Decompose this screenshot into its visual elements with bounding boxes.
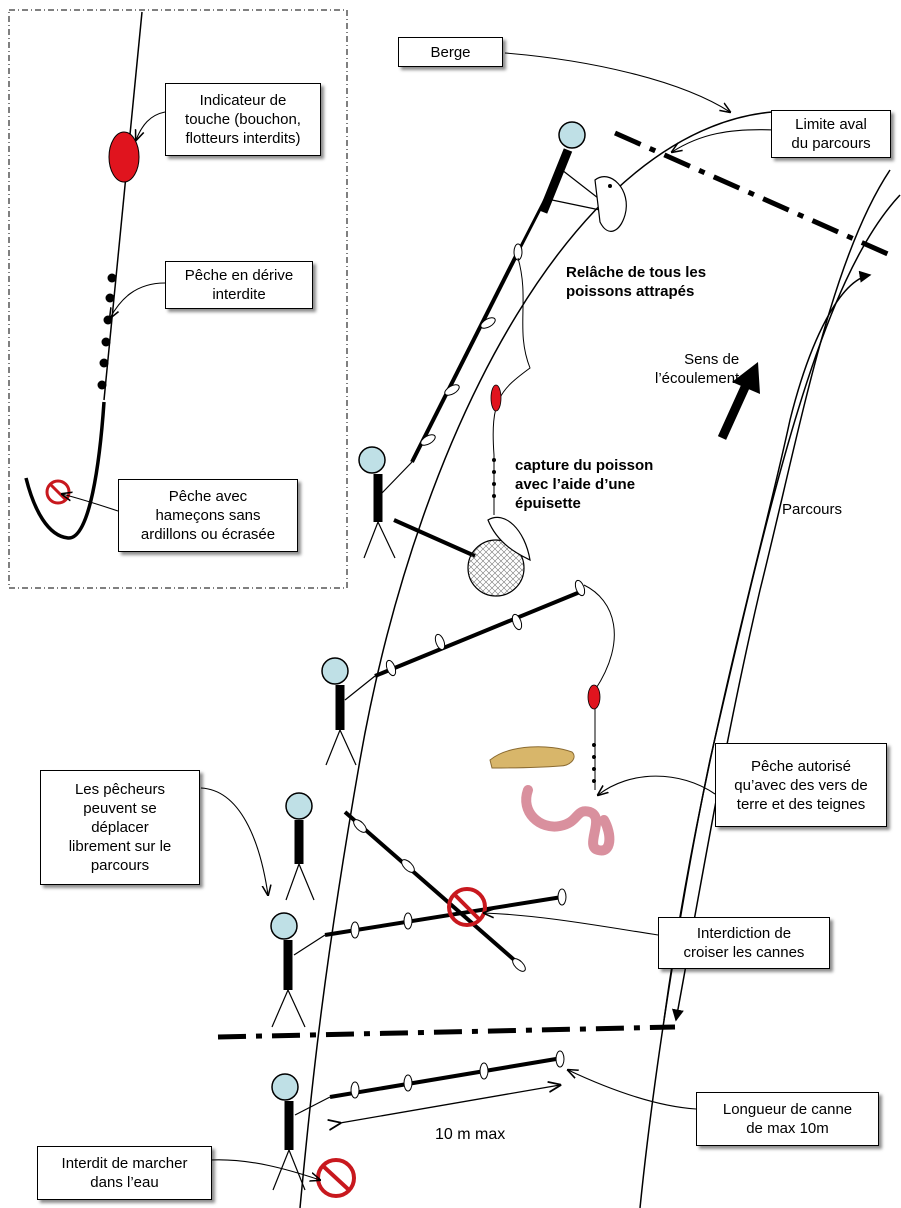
label-sens-ecoulement: Sens de l’écoulement xyxy=(655,351,740,387)
label-berge: Berge xyxy=(398,37,503,67)
inset-rig xyxy=(24,11,143,540)
label-longueur-canne: Longueur de canne de max 10m xyxy=(696,1092,879,1146)
crossing-prohibition-icon xyxy=(447,887,487,927)
river-banks xyxy=(299,111,901,1208)
label-vers-teignes: Pêche autorisé qu’avec des vers de terre… xyxy=(715,743,887,827)
downstream-limit-line xyxy=(613,130,892,258)
angler-lower xyxy=(270,887,567,1028)
bobber-icon xyxy=(108,131,140,183)
caught-fish-icon xyxy=(487,516,531,562)
label-ardillons: Pêche avec hameçons sans ardillons ou éc… xyxy=(118,479,298,552)
label-croiser-cannes: Interdiction de croiser les cannes xyxy=(658,917,830,969)
label-deplacer: Les pêcheurs peuvent se déplacer libreme… xyxy=(40,770,200,885)
label-capture: capture du poisson avec l’aide d’une épu… xyxy=(515,457,654,512)
angler-top xyxy=(410,121,627,463)
label-interdit-marcher: Interdit de marcher dans l’eau xyxy=(37,1146,212,1200)
label-indicateur-touche: Indicateur de touche (bouchon, flotteurs… xyxy=(165,83,321,156)
inset-frame xyxy=(8,9,348,589)
barb-prohibition-icon xyxy=(45,479,71,505)
walking-prohibition-icon xyxy=(316,1158,356,1198)
label-parcours: Parcours xyxy=(782,501,843,518)
angler-crossing xyxy=(285,792,526,972)
angler-netting xyxy=(358,257,531,597)
label-dix-metres: 10 m max xyxy=(435,1126,506,1143)
angler-middle xyxy=(321,579,615,790)
label-peche-derive: Pêche en dérive interdite xyxy=(165,261,313,309)
released-fish-icon xyxy=(594,176,627,232)
length-measure-arrow xyxy=(340,1085,560,1123)
earthworm-icon xyxy=(521,785,615,856)
angler-bottom xyxy=(271,1050,565,1198)
landing-net-icon xyxy=(467,539,525,597)
larva-icon xyxy=(489,746,575,769)
label-relache: Relâche de tous les poissons attrapés xyxy=(566,264,707,300)
label-limite-aval: Limite aval du parcours xyxy=(771,110,891,158)
hook-icon xyxy=(24,401,106,540)
leader-lines xyxy=(62,52,776,1180)
flow-direction-arrow xyxy=(717,362,760,440)
upstream-limit-line xyxy=(217,1024,676,1040)
